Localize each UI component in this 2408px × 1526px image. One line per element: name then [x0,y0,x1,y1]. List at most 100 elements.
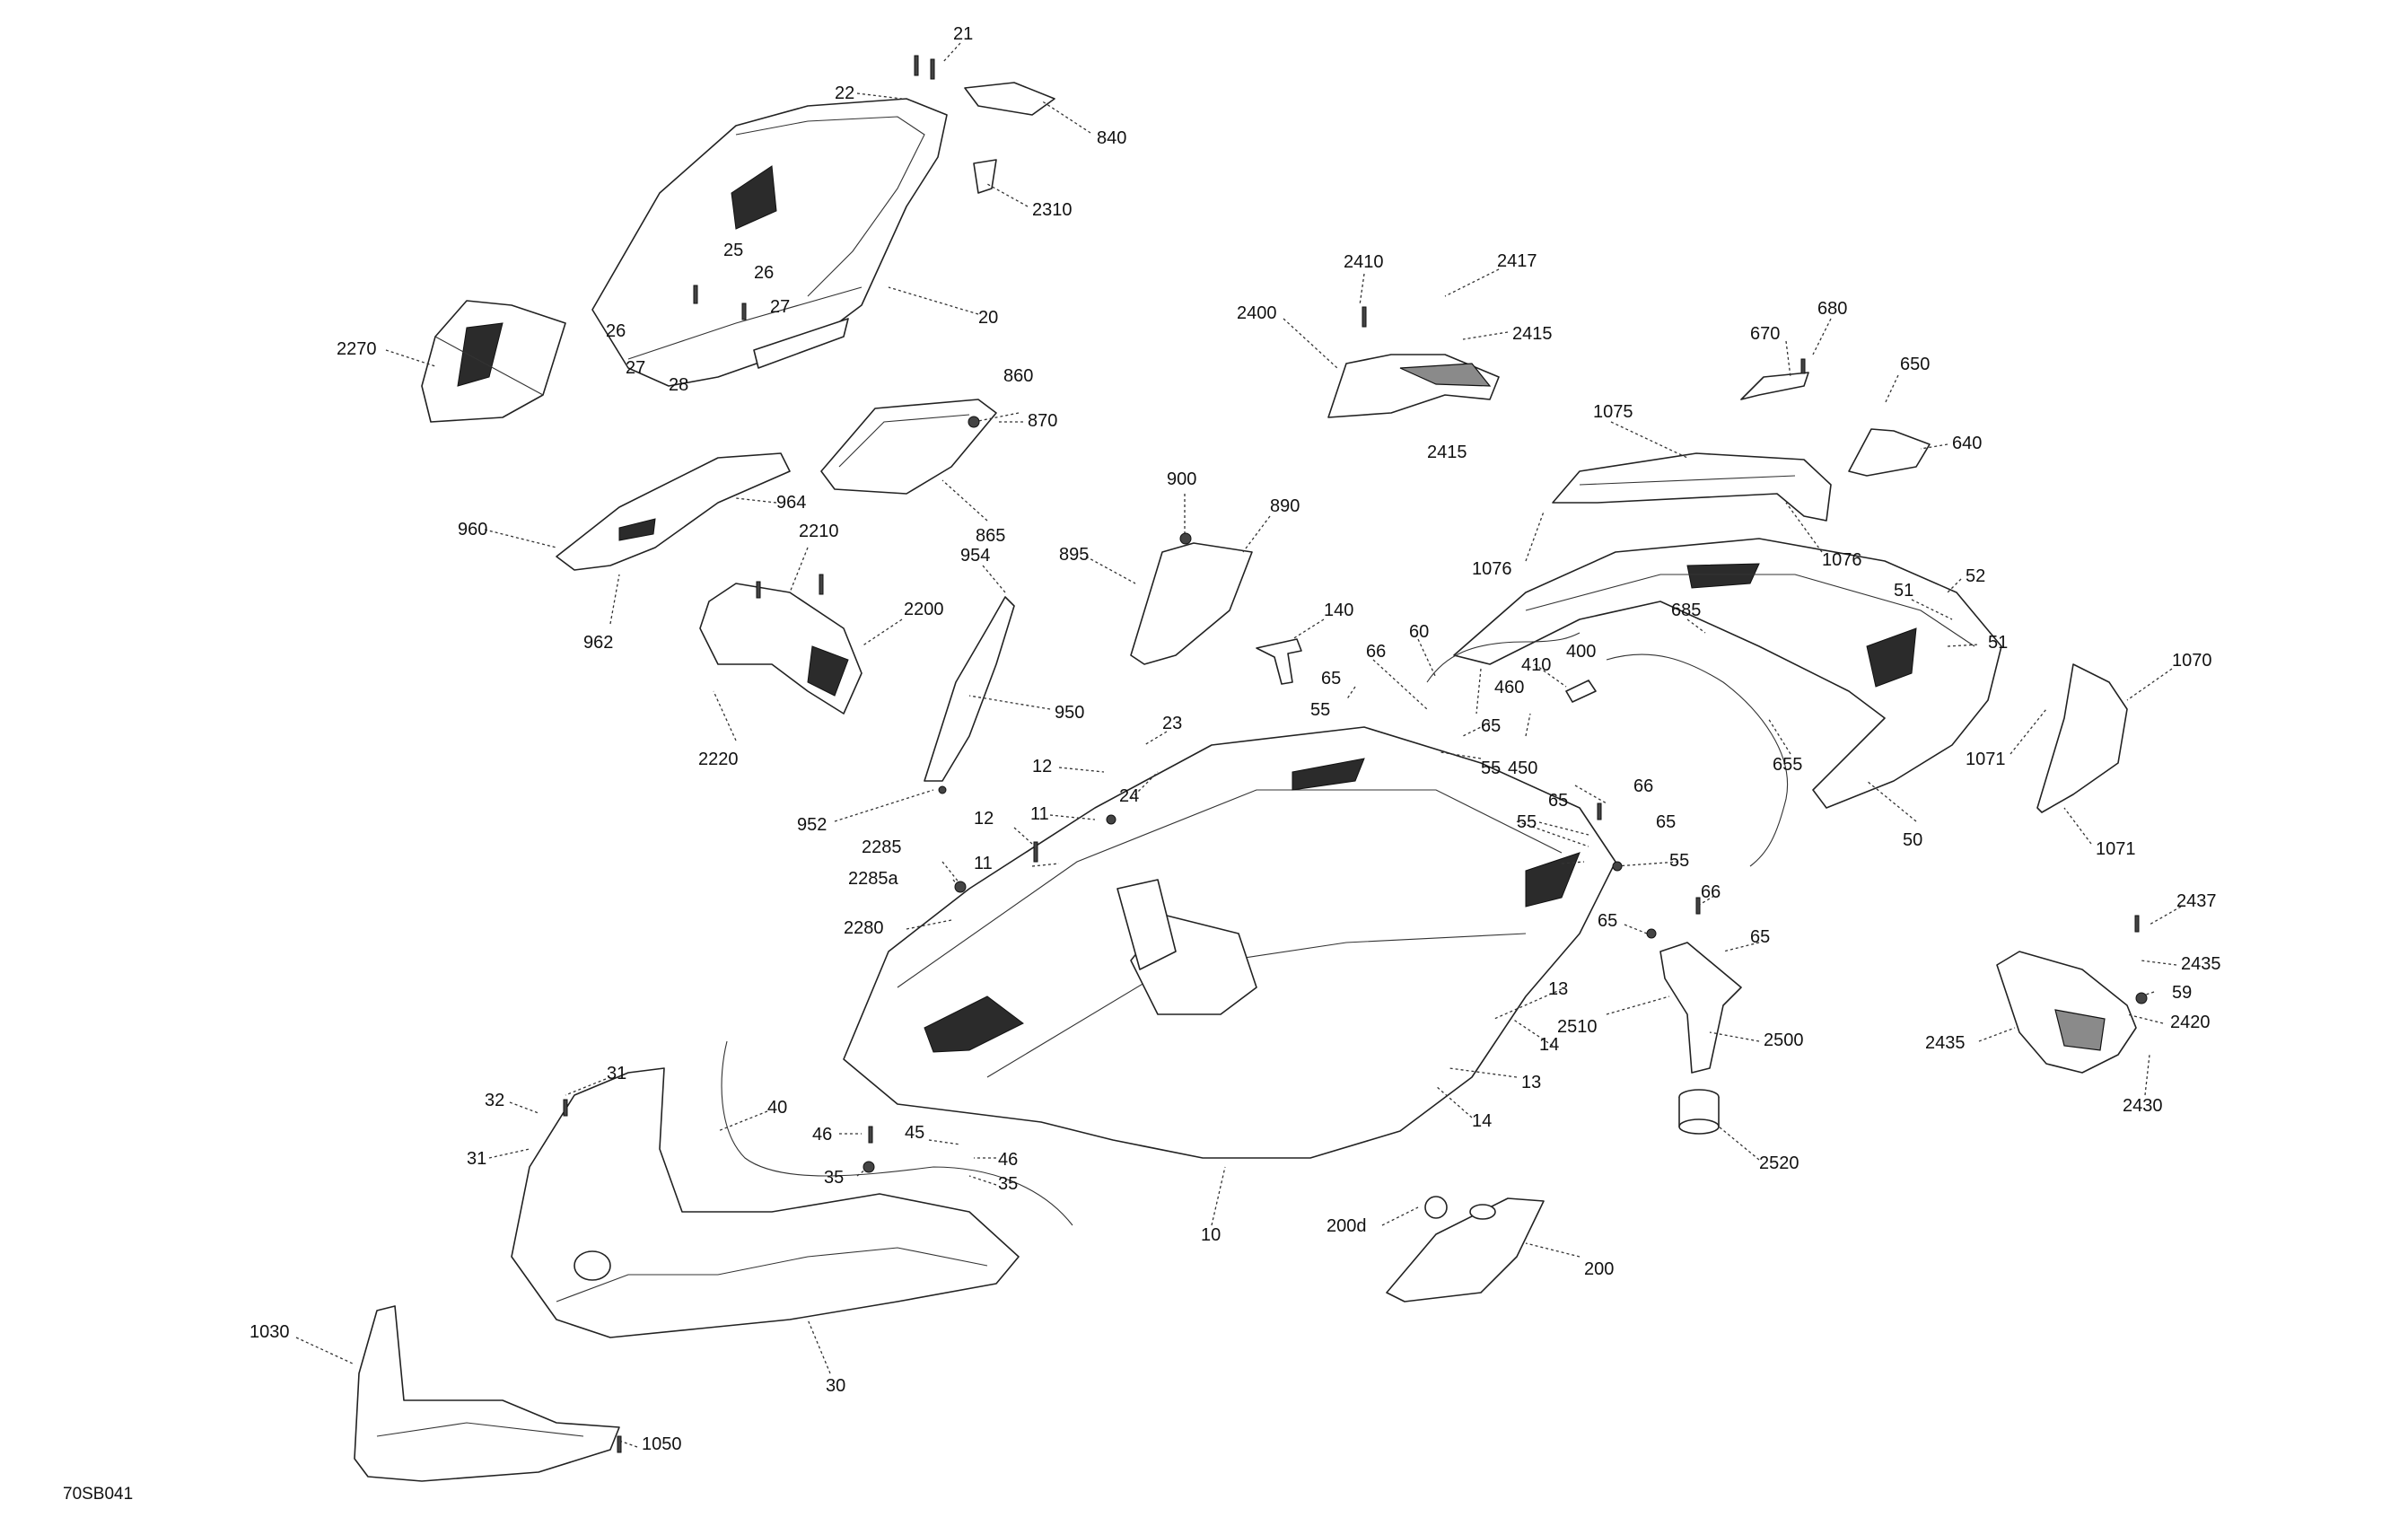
callout-50: 50 [1903,830,1922,850]
part-1070-panel [2036,663,2128,813]
callout-400: 400 [1566,642,1596,662]
callout-26b: 26 [606,321,626,341]
callout-labels: 21 22 840 2310 25 26 26 27 27 28 20 2270… [250,24,2221,1454]
screw-32 [563,1099,568,1117]
callout-11a: 11 [1030,804,1049,824]
nut-952 [938,785,947,794]
part-1030-lower-nose [354,1305,620,1482]
callout-1050: 1050 [642,1434,682,1454]
callout-1071a: 1071 [1966,750,2006,769]
callout-65e: 65 [1598,911,1617,931]
screw-21a [914,55,919,76]
callout-2417: 2417 [1497,251,1537,271]
callout-55a: 55 [1310,700,1330,720]
callout-2500: 2500 [1764,1030,1804,1050]
screw-25 [693,285,698,304]
screw-2437 [2134,915,2140,933]
callout-13b: 13 [1521,1073,1541,1092]
part-40-cable [721,1040,1073,1226]
part-670-clip [1740,372,1809,400]
callout-66a: 66 [1366,642,1386,662]
callout-650: 650 [1900,355,1930,374]
nut-11 [1106,814,1116,825]
callout-410: 410 [1521,655,1551,675]
callout-2285: 2285 [862,838,902,857]
callout-45: 45 [905,1123,924,1143]
part-640-clip [1848,428,1931,477]
callout-31a: 31 [607,1064,626,1083]
callout-1071b: 1071 [2096,839,2136,859]
callout-900: 900 [1167,469,1196,489]
callout-1030: 1030 [250,1322,290,1342]
part-2200-bracket [699,583,863,715]
leader-lines [295,42,2182,1448]
callout-35a: 35 [824,1168,844,1188]
nut-59 [2135,992,2148,1004]
callout-895: 895 [1059,545,1089,565]
diagram-reference-code: 70SB041 [63,1485,133,1504]
callout-952: 952 [797,815,827,835]
callout-31b: 31 [467,1149,486,1169]
nut-65 [1646,928,1657,939]
callout-140: 140 [1324,601,1353,620]
callout-28: 28 [669,375,688,395]
part-890-cover [1130,542,1253,665]
part-140-plug [1256,638,1302,685]
screw-2210b [819,574,824,595]
callout-200d: 200d [1327,1216,1367,1236]
callout-2430: 2430 [2123,1096,2163,1116]
screw-66b [1695,897,1701,915]
part-400-cable [1565,653,1788,867]
callout-14a: 14 [1539,1035,1559,1055]
callout-2400: 2400 [1237,303,1277,323]
callout-670: 670 [1750,324,1780,344]
callout-23: 23 [1162,714,1182,733]
part-2520-bumper [1678,1089,1720,1135]
callout-24: 24 [1119,786,1139,806]
callout-11b: 11 [974,854,993,873]
callout-1076a: 1076 [1472,559,1512,579]
callout-25: 25 [723,241,743,260]
callout-30: 30 [826,1376,845,1396]
callout-13a: 13 [1548,979,1568,999]
screw-21b [930,58,935,80]
callout-59: 59 [2172,983,2192,1003]
callout-2435b: 2435 [1925,1033,1966,1053]
callout-964: 964 [776,493,806,513]
callout-200: 200 [1584,1259,1614,1279]
nut-55 [1612,861,1623,872]
nut-35 [863,1161,875,1173]
callout-35b: 35 [998,1174,1018,1194]
callout-2420: 2420 [2170,1013,2211,1032]
part-30-nose [511,1067,1020,1338]
callout-65b: 65 [1481,716,1501,736]
nut-900 [1179,532,1192,545]
callout-22: 22 [835,83,854,103]
callout-2280: 2280 [844,918,884,938]
part-960-side-panel [556,452,791,571]
callout-840: 840 [1097,128,1126,148]
callout-14b: 14 [1472,1111,1492,1131]
callout-1075: 1075 [1593,402,1633,422]
callout-46b: 46 [998,1150,1018,1170]
part-2270-panel [421,300,566,423]
callout-51b: 51 [1988,633,2008,653]
callout-66c: 66 [1701,882,1721,902]
callout-46a: 46 [812,1125,832,1144]
callout-2415b: 2415 [1427,443,1467,462]
callout-55d: 55 [1669,851,1689,871]
callout-65f: 65 [1750,927,1770,947]
callout-860: 860 [1003,366,1033,386]
callout-2310: 2310 [1032,200,1073,220]
nut-2285 [954,881,967,893]
callout-865: 865 [976,526,1005,546]
callout-1076b: 1076 [1822,550,1862,570]
part-20-rear-body [591,98,948,387]
part-2500-bracket [1659,942,1742,1074]
callout-27b: 27 [626,358,645,378]
callout-890: 890 [1270,496,1300,516]
screw-46 [868,1126,873,1144]
screw-680 [1800,358,1806,374]
callout-21: 21 [953,24,973,44]
callout-66b: 66 [1633,776,1653,796]
